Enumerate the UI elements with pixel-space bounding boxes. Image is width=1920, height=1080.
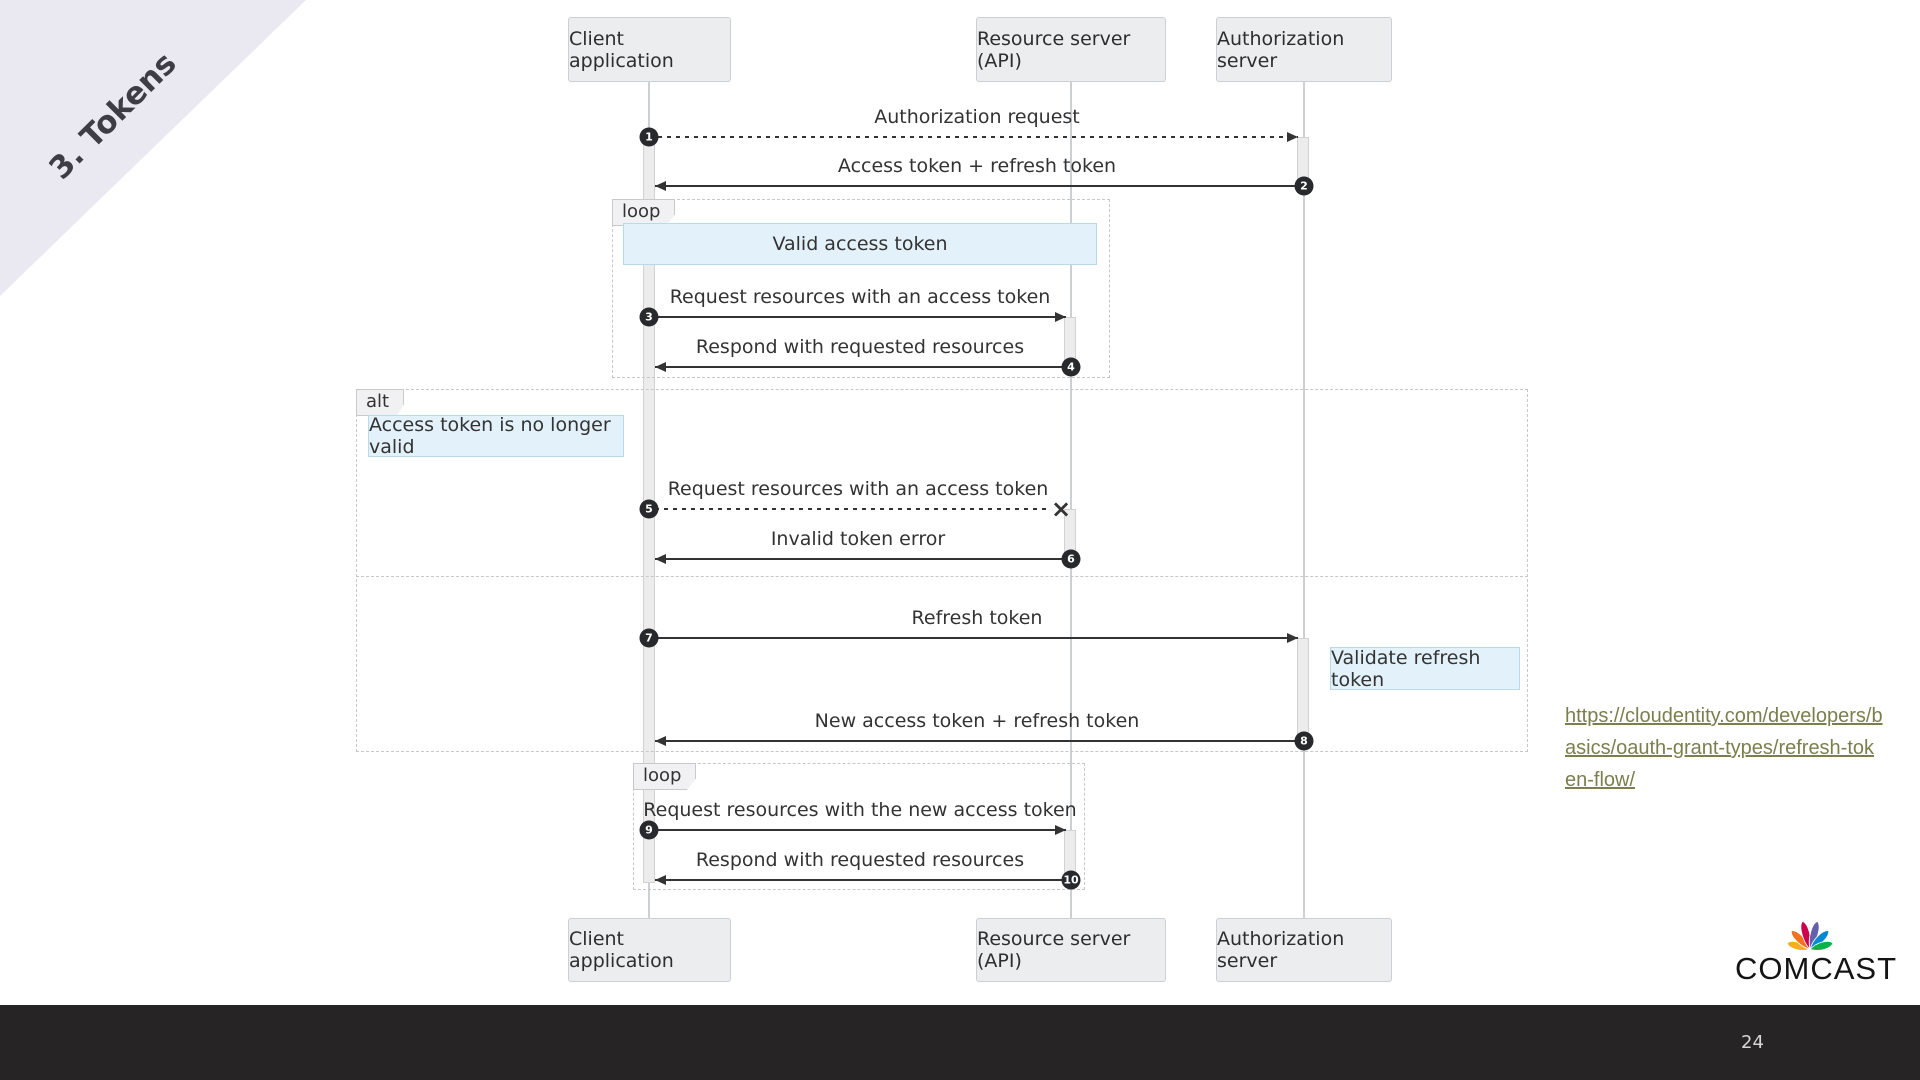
message-6-line	[655, 558, 1066, 560]
peacock-icon	[1786, 920, 1834, 951]
loop-frame-2	[633, 763, 1085, 890]
lifeline-authorization-server	[1303, 82, 1305, 918]
reference-link-line-2: asics/oauth-grant-types/refresh-tok	[1565, 737, 1875, 759]
alt-frame-divider	[356, 576, 1528, 577]
message-6-label: Invalid token error	[770, 528, 946, 550]
message-6-arrowhead-icon	[655, 554, 666, 564]
actor-resource-server-bottom: Resource server (API)	[976, 918, 1166, 982]
message-2-number-badge: 2	[1294, 176, 1314, 196]
actor-resource-server-top: Resource server (API)	[976, 17, 1166, 82]
message-9-label: Request resources with the new access to…	[643, 799, 1077, 821]
message-9-number-badge: 9	[639, 820, 659, 840]
actor-client-top: Client application	[568, 17, 731, 82]
message-5-number-badge: 5	[639, 499, 659, 519]
message-1-arrowhead-icon	[1287, 132, 1298, 142]
message-7-label: Refresh token	[911, 607, 1043, 629]
message-3-line	[655, 316, 1066, 318]
alt-frame	[356, 389, 1528, 752]
message-2-label: Access token + refresh token	[837, 155, 1117, 177]
message-5-failed-cross-icon: ×	[1051, 495, 1072, 523]
message-8-line	[655, 740, 1304, 742]
loop-frame-1-label: loop	[612, 199, 676, 226]
message-6-number-badge: 6	[1061, 549, 1081, 569]
message-5-label: Request resources with an access token	[667, 478, 1049, 500]
message-9-arrowhead-icon	[1055, 825, 1066, 835]
note-valid-access-token: Valid access token	[623, 223, 1097, 265]
message-3-label: Request resources with an access token	[669, 286, 1051, 308]
message-10-arrowhead-icon	[655, 875, 666, 885]
loop-frame-2-label: loop	[633, 763, 697, 790]
actor-client-bottom: Client application	[568, 918, 731, 982]
footer-bar: 24	[0, 1005, 1920, 1080]
message-10-number-badge: 10	[1061, 870, 1081, 890]
message-10-label: Respond with requested resources	[695, 849, 1025, 871]
page-number: 24	[1741, 1032, 1764, 1053]
message-3-arrowhead-icon	[1055, 312, 1066, 322]
message-7-number-badge: 7	[639, 628, 659, 648]
section-ribbon: 3. Tokens	[0, 0, 306, 296]
loop-frame-1	[612, 199, 1110, 378]
message-8-number-badge: 8	[1294, 731, 1314, 751]
message-2-line	[655, 185, 1304, 187]
message-8-label: New access token + refresh token	[814, 710, 1140, 732]
reference-link-line-1: https://cloudentity.com/developers/b	[1565, 705, 1883, 727]
section-title: 3. Tokens	[42, 45, 184, 187]
alt-frame-label: alt	[356, 389, 405, 416]
reference-link[interactable]: https://cloudentity.com/developers/b asi…	[1565, 700, 1883, 796]
message-4-number-badge: 4	[1061, 357, 1081, 377]
note-validate-refresh-token: Validate refresh token	[1330, 647, 1520, 691]
actor-authorization-server-bottom: Authorization server	[1216, 918, 1392, 982]
message-8-arrowhead-icon	[655, 736, 666, 746]
reference-link-line-3: en-flow/	[1565, 769, 1636, 791]
message-1-number-badge: 1	[639, 127, 659, 147]
lifeline-resource-server	[1070, 82, 1072, 918]
message-4-arrowhead-icon	[655, 362, 666, 372]
message-4-line	[655, 366, 1066, 368]
note-token-no-longer-valid: Access token is no longer valid	[368, 414, 624, 458]
message-5-line	[655, 508, 1050, 510]
message-2-arrowhead-icon	[655, 181, 666, 191]
actor-authorization-server-top: Authorization server	[1216, 17, 1392, 82]
message-1-label: Authorization request	[874, 106, 1080, 128]
comcast-wordmark: COMCAST	[1735, 951, 1897, 986]
message-4-label: Respond with requested resources	[695, 336, 1025, 358]
message-9-line	[655, 829, 1066, 831]
message-7-line	[655, 637, 1298, 639]
message-10-line	[655, 879, 1066, 881]
message-7-arrowhead-icon	[1287, 633, 1298, 643]
message-1-line	[649, 136, 1298, 138]
message-3-number-badge: 3	[639, 307, 659, 327]
